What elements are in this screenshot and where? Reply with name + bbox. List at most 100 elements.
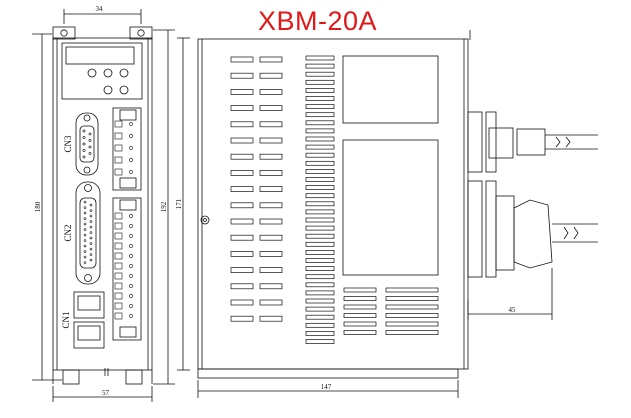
vent-slot [305,88,335,93]
label-cn1: CN1 [61,311,71,328]
drive-model-title: XBM-20A [258,6,378,36]
vent-slot [305,160,335,166]
db-pin [83,228,87,231]
vent-slot [259,267,283,273]
db-pin [83,239,87,242]
vent-slot [259,105,283,111]
db-pin [89,225,93,229]
vent-slot [305,120,335,126]
terminal-pin-dot [129,122,133,126]
terminal-pin [114,312,123,320]
vent-slot [259,202,283,209]
terminal-pin [114,222,123,230]
terminal-pin-dot [129,134,133,138]
vent-slot [305,298,335,304]
vent-slot [259,186,283,192]
vent-slot [259,234,283,241]
terminal-pin-dot [129,284,133,288]
terminal-pin [114,132,123,140]
vent-slot [385,330,439,335]
terminal-pin-dot [129,264,133,268]
db-pin [83,222,87,226]
db-pin [83,217,87,220]
db-pin [83,211,87,215]
db-pin [89,247,93,251]
vent-slot [259,299,283,306]
vent-slot [230,202,254,209]
vent-slot [305,79,335,85]
vent-slot [305,144,335,150]
vent-slot [343,330,377,335]
vent-slot [305,282,335,288]
vent-slot [305,152,335,158]
terminal-pin [114,242,123,250]
db-pin [89,231,93,234]
vent-slot [305,201,335,207]
dim-front-left: 180 [34,201,42,212]
terminal-pin-dot [129,274,133,278]
vent-slot [305,55,335,61]
vent-slot [230,72,254,79]
db-pin [88,132,92,136]
terminal-pin-dot [129,158,133,162]
label-cn2: CN2 [63,224,73,241]
terminal-pin-dot [129,224,133,228]
vent-slot [259,153,283,160]
terminal-pin-dot [129,214,133,218]
vent-slot [305,177,335,182]
terminal-pin-dot [129,146,133,150]
db-pin [89,203,93,207]
terminal-pin [114,272,123,280]
vent-slot [259,315,283,322]
vent-slot [230,137,254,144]
db-pin [82,142,86,146]
terminal-pin [114,156,123,164]
vent-slot [343,287,377,293]
terminal-pin-dot [129,170,133,174]
front-view [52,26,153,385]
vent-slot [305,258,335,263]
terminal-pin [114,262,123,270]
vent-slot [230,267,254,273]
vent-slot [305,217,335,223]
terminal-pin [114,252,123,260]
vent-slot [305,193,335,199]
vent-slot [230,283,254,290]
vent-slot [230,234,254,241]
vent-slot [305,112,335,118]
vent-slot [305,331,335,336]
db-pin [83,250,87,253]
db-pin [82,155,86,159]
vent-slot [343,321,377,327]
db-pin [83,255,87,259]
terminal-pin [114,168,123,176]
terminal-block-upper [112,107,142,191]
vent-slot [343,304,377,310]
vent-slot [305,306,335,312]
vent-slot [230,218,254,225]
vent-slot [385,296,439,301]
db-pin [83,200,87,204]
display-panel [61,42,143,100]
db-pin [89,214,93,218]
dim-side-width: 147 [321,383,332,391]
ventilation-slots [230,55,439,344]
vent-slot [230,121,254,128]
db-pin [88,152,92,155]
vent-slot [230,105,254,111]
dim-front-right: 192 [160,201,168,212]
vent-slot [230,315,254,322]
terminal-block-lower [112,197,142,341]
vent-slot [343,313,377,318]
vent-slot [343,296,377,301]
dim-side-height: 171 [175,198,183,209]
db-pin [88,139,92,142]
label-cn3: CN3 [63,135,73,153]
vent-slot [305,225,335,231]
vent-slot [305,96,335,101]
cn1-connector [73,291,105,349]
vent-slot [305,250,335,255]
vent-slot [385,287,439,293]
db-pin [82,136,86,139]
vent-slot [305,314,335,320]
